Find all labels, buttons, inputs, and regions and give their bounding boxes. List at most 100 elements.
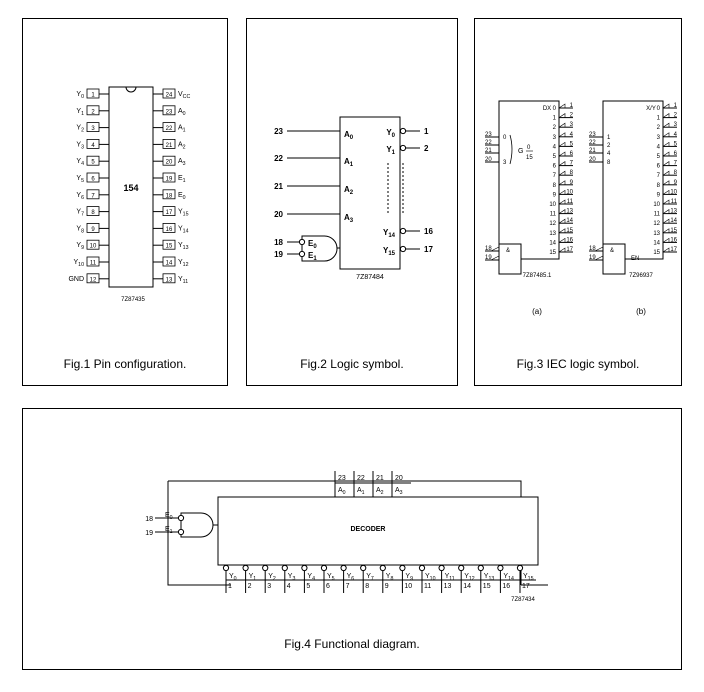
negation-triangle-icon <box>558 170 566 176</box>
pin-box <box>162 122 176 132</box>
output-index: 6 <box>657 164 661 170</box>
output-label: Y0 <box>386 128 395 139</box>
pin-name: Y3 <box>76 141 84 150</box>
output-index: 10 <box>549 202 556 208</box>
enable-pin-number: 19 <box>485 255 492 261</box>
input-weight: 4 <box>607 151 611 157</box>
address-pin-number: 22 <box>357 475 365 482</box>
enable-label: E0 <box>165 512 173 521</box>
pin-name: Y13 <box>178 242 189 251</box>
output-pin-number: 1 <box>570 103 574 109</box>
input-pin-number: 21 <box>485 148 492 154</box>
en-label: EN <box>631 256 639 262</box>
output-pin-number: 14 <box>463 583 471 590</box>
pin-name: Y15 <box>178 209 189 218</box>
output-pin-number: 16 <box>424 227 433 236</box>
output-pin-number: 1 <box>228 583 232 590</box>
output-pin-number: 10 <box>566 189 573 195</box>
pin-number: 12 <box>90 277 97 283</box>
pin-box <box>162 172 176 183</box>
output-pin-number: 5 <box>570 141 574 147</box>
output-label: Y0 <box>229 573 237 582</box>
output-pin-number: 2 <box>570 113 574 119</box>
inversion-bubble <box>497 564 504 572</box>
inversion-bubble <box>301 564 308 572</box>
pin-number: 9 <box>91 227 95 233</box>
output-index: 0 <box>657 106 661 112</box>
pin-number: 21 <box>166 143 173 149</box>
negation-triangle-icon <box>558 113 566 118</box>
output-index: 3 <box>657 135 661 141</box>
inversion-bubble <box>516 564 524 572</box>
output-pin-number: 10 <box>670 189 677 195</box>
pin-name: Y1 <box>76 108 84 117</box>
inversion-bubble <box>458 564 465 572</box>
negation-triangle-icon <box>662 189 670 195</box>
output-pin-number: 5 <box>306 583 310 590</box>
input-pin-number: 23 <box>589 132 596 138</box>
address-pin-number: 20 <box>395 475 403 482</box>
output-pin-number: 13 <box>566 209 573 215</box>
input-pin-number: 23 <box>274 127 283 136</box>
output-label: Y5 <box>327 573 335 582</box>
negation-triangle-icon <box>558 199 566 205</box>
output-pin-number: 5 <box>674 141 678 147</box>
output-index: 13 <box>653 231 660 237</box>
output-index: 7 <box>553 173 557 179</box>
pin-number: 17 <box>166 210 173 216</box>
inversion-bubble <box>262 564 269 572</box>
pin-name: Y8 <box>76 225 84 234</box>
pin-number: 3 <box>91 126 95 132</box>
input-weight: 8 <box>607 160 611 166</box>
input-label: A2 <box>344 185 354 196</box>
pin-box <box>162 88 176 99</box>
address-pin-number: 21 <box>376 475 384 482</box>
inversion-bubble <box>340 564 347 572</box>
output-pin-number: 7 <box>346 583 350 590</box>
output-pin-number: 8 <box>570 170 574 176</box>
address-label: A3 <box>395 487 403 496</box>
pin-box <box>162 206 176 217</box>
pin-name: A0 <box>178 108 186 117</box>
output-pin-number: 2 <box>674 113 678 119</box>
output-index: 2 <box>553 125 557 131</box>
output-pin-number: 8 <box>674 170 678 176</box>
input-pin-number: 23 <box>485 132 492 138</box>
pin-name: Y12 <box>178 259 189 268</box>
output-label: Y3 <box>288 573 296 582</box>
pin-number: 6 <box>91 177 95 183</box>
inversion-bubble <box>418 564 426 572</box>
pin-configuration-diagram: 1541Y02Y13Y24Y35Y46Y57Y68Y79Y810Y911Y101… <box>68 86 190 303</box>
input-weight: 1 <box>607 135 611 141</box>
enable-pin-number: 18 <box>589 246 596 252</box>
negation-triangle-icon <box>662 132 670 138</box>
inversion-bubble <box>399 227 407 235</box>
output-pin-number: 16 <box>670 237 677 243</box>
inversion-bubble <box>177 514 185 522</box>
pin-name: Y11 <box>178 276 188 285</box>
pin-box <box>162 155 176 166</box>
enable-pin-number: 19 <box>589 255 596 261</box>
output-pin-number: 11 <box>424 583 431 590</box>
pin-name: Y0 <box>76 91 84 100</box>
pin-number: 11 <box>90 261 97 267</box>
output-pin-number: 4 <box>287 583 291 590</box>
chip-label: 154 <box>123 183 138 193</box>
output-index: 14 <box>549 240 556 246</box>
and-label: & <box>610 248 614 254</box>
g-bottom: 15 <box>526 155 533 161</box>
negation-triangle-icon <box>558 161 566 166</box>
output-pin-number: 17 <box>424 245 433 254</box>
pin-name: Y2 <box>76 125 84 134</box>
pin-name: Y7 <box>76 209 84 218</box>
output-pin-number: 7 <box>674 161 678 167</box>
output-label: Y13 <box>484 573 495 582</box>
output-pin-number: 6 <box>674 151 678 157</box>
output-pin-number: 9 <box>385 583 389 590</box>
inversion-bubble <box>399 245 407 253</box>
input-pin-number: 20 <box>485 157 492 163</box>
output-pin-number: 15 <box>566 228 573 234</box>
figure-code: 7Z87485.1 <box>523 273 552 279</box>
brace-icon <box>509 134 513 165</box>
